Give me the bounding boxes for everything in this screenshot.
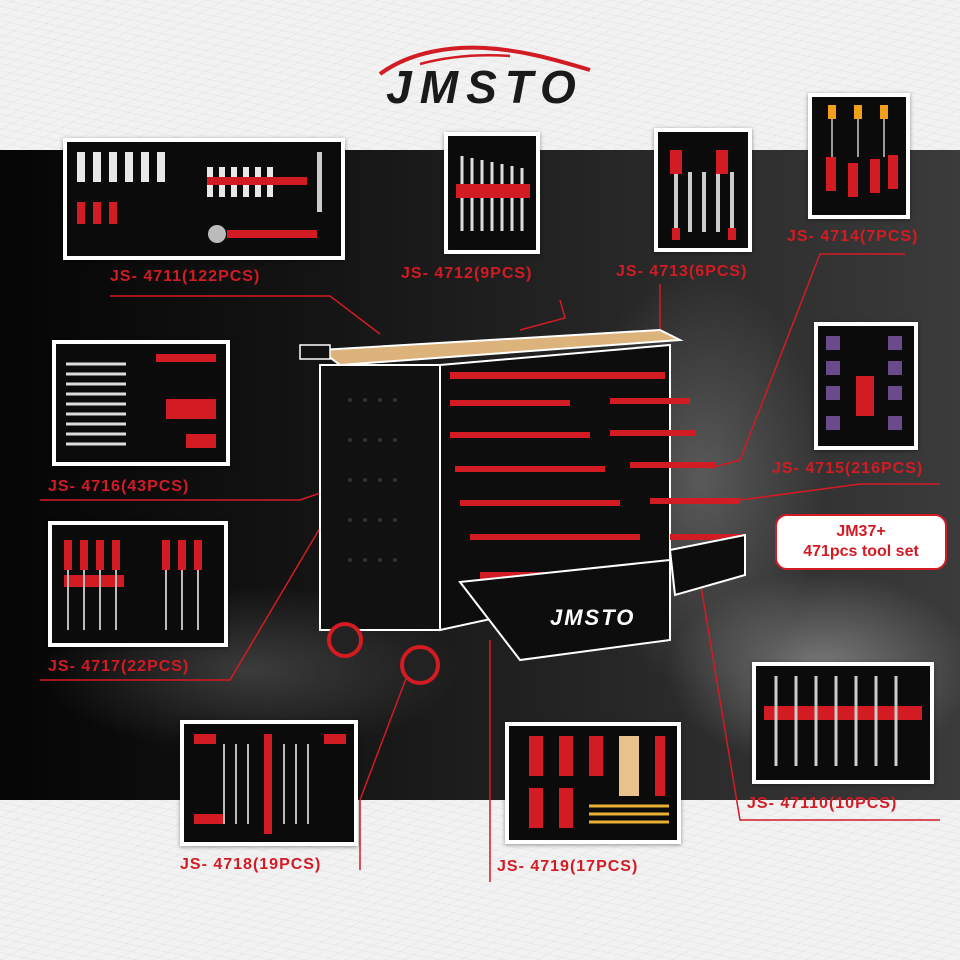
paper-background-top [0, 0, 960, 150]
tray-panel-4715 [814, 322, 918, 450]
set-label-4718: JS- 4718(19PCS) [180, 856, 322, 873]
tray-panel-4717 [48, 521, 228, 647]
tray-panel-4718 [180, 720, 358, 846]
set-label-4711: JS- 4711(122PCS) [110, 268, 261, 285]
tray-panel-4719 [505, 722, 681, 844]
set-label-4715: JS- 4715(216PCS) [772, 460, 924, 477]
car-silhouette-icon [378, 45, 591, 76]
side-panel [319, 364, 441, 631]
cabinet-handle [299, 344, 331, 360]
set-label-47110: JS- 47110(10PCS) [747, 795, 898, 812]
tray-panel-4716 [52, 340, 230, 466]
kit-badge-line2: 471pcs tool set [803, 543, 919, 560]
set-label-4719: JS- 4719(17PCS) [497, 858, 639, 875]
set-label-4712: JS- 4712(9PCS) [401, 265, 533, 282]
caster-wheel [400, 645, 440, 685]
kit-badge-line1: JM37+ [836, 523, 886, 540]
kit-badge: JM37+ 471pcs tool set [775, 514, 947, 570]
set-label-4717: JS- 4717(22PCS) [48, 658, 190, 675]
tool-cabinet: JMSTO [290, 320, 750, 690]
brand-logo: JMSTO [360, 40, 610, 120]
worktop [317, 328, 684, 367]
set-label-4714: JS- 4714(7PCS) [787, 228, 919, 245]
set-label-4716: JS- 4716(43PCS) [48, 478, 190, 495]
cabinet-logo: JMSTO [550, 605, 635, 630]
caster-wheel [327, 622, 363, 658]
paper-background-bottom [0, 800, 960, 960]
set-label-4713: JS- 4713(6PCS) [616, 263, 748, 280]
brand-name: JMSTO [386, 61, 584, 113]
tray-panel-4712 [444, 132, 540, 254]
tray-panel-4714 [808, 93, 910, 219]
tray-panel-4711 [63, 138, 345, 260]
tray-panel-4713 [654, 128, 752, 252]
tray-panel-47110 [752, 662, 934, 784]
